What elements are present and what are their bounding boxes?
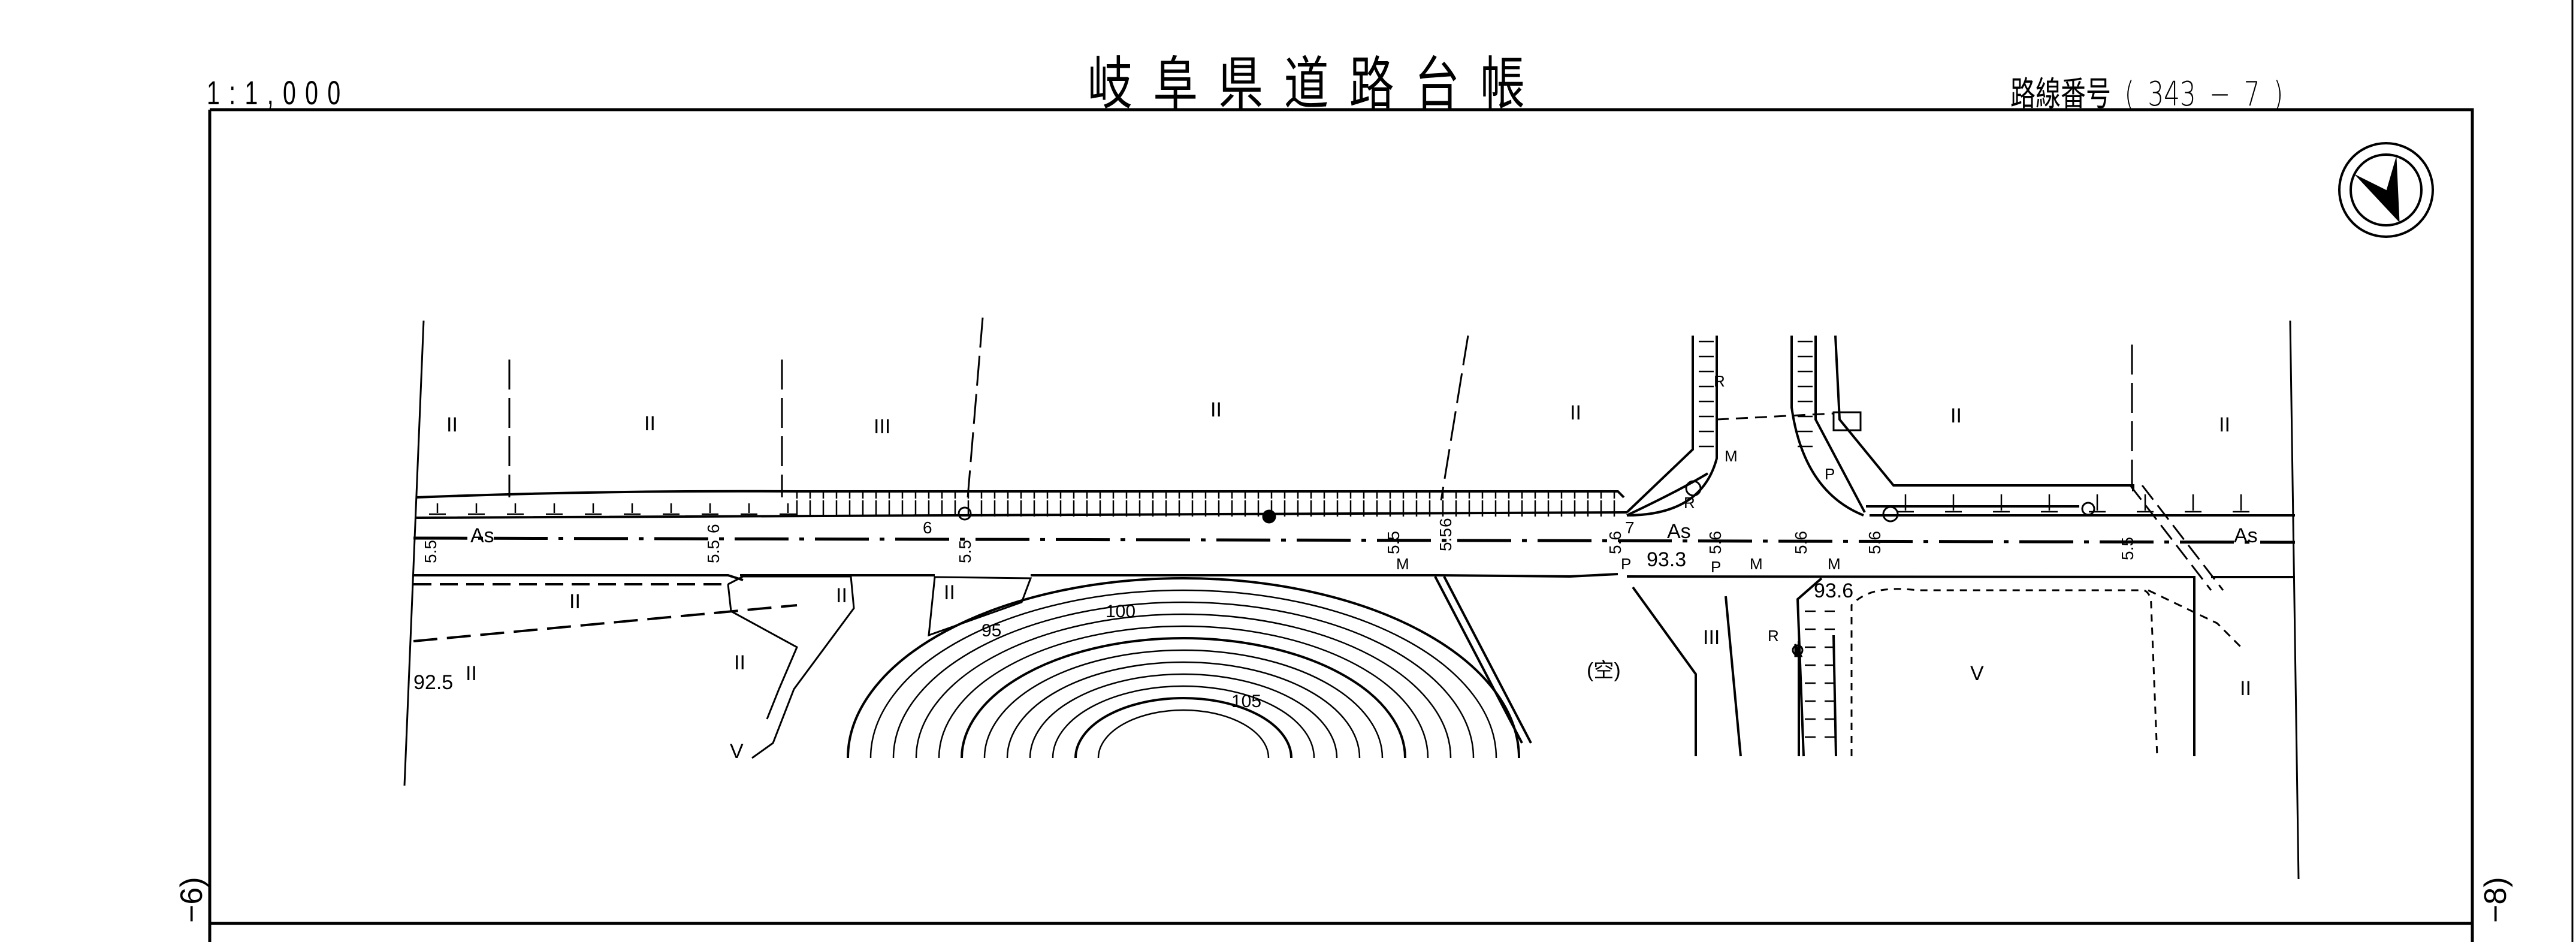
parking-symbol: P <box>1621 555 1631 573</box>
route-label: 路線番号 <box>2010 75 2111 114</box>
elevation-label: 93.3 <box>1647 548 1686 571</box>
width-label: 6 <box>923 518 932 537</box>
width-label: 5.6 <box>1792 531 1810 554</box>
width-label: 5.5 <box>956 540 974 563</box>
width-label: 5.5 <box>704 540 723 563</box>
contour-line <box>915 613 1452 759</box>
elevation-label: 92.5 <box>413 671 453 694</box>
contour-line <box>983 649 1384 759</box>
land-use-label: II <box>1570 401 1581 424</box>
contour-label: 95 <box>982 621 1001 641</box>
contour-line <box>1052 685 1315 759</box>
sidewalk-hatching <box>429 340 2249 738</box>
contour-label: 105 <box>1231 692 1261 711</box>
width-label: 5.5 <box>1384 531 1403 554</box>
route-dash: − <box>2209 75 2231 114</box>
contour-line <box>938 625 1429 759</box>
width-label: 5.6 <box>1606 531 1624 554</box>
contour-line <box>1074 697 1292 759</box>
manhole-symbol: M <box>1725 447 1738 465</box>
land-use-label: V <box>1970 662 1984 685</box>
contour-line <box>892 601 1475 759</box>
sheet-frame <box>208 108 2474 942</box>
map-left-border <box>403 320 425 786</box>
width-label: 5.6 <box>1706 531 1725 554</box>
land-use-label: II <box>2240 677 2251 700</box>
route-number: 路線番号 (343−7) <box>2010 67 2297 116</box>
pavement-label: As <box>470 524 494 547</box>
width-label: 5.5 <box>2118 537 2137 560</box>
map-right-border <box>2289 320 2300 880</box>
land-use-label: II <box>734 651 745 674</box>
land-use-label: II <box>446 413 458 436</box>
manhole-symbol: M <box>1396 555 1409 573</box>
elevation-label: 93.6 <box>1814 579 1853 602</box>
vacant-lot-label: (空) <box>1587 659 1621 682</box>
width-label: 5.5 <box>1436 528 1455 551</box>
parking-symbol: P <box>1711 558 1721 576</box>
pavement-label: As <box>2234 524 2258 547</box>
north-arrow-icon <box>2338 142 2434 238</box>
land-use-label: II <box>1210 398 1222 421</box>
width-label: 5.5 <box>421 540 440 563</box>
width-label: 6 <box>704 524 723 533</box>
pole-symbol: R <box>1684 494 1695 512</box>
land-use-label: II <box>1950 404 1962 427</box>
land-use-label: II <box>944 581 955 604</box>
land-use-label: II <box>569 590 581 613</box>
land-use-label: III <box>1703 626 1720 649</box>
contour-line <box>961 637 1406 759</box>
manhole-symbol: M <box>1750 555 1763 573</box>
width-label: 5.6 <box>1865 531 1884 554</box>
traffic-islands <box>727 575 1032 759</box>
contour-lines <box>847 577 1520 759</box>
utility-symbols <box>958 411 2095 657</box>
width-label: 6 <box>1436 518 1455 527</box>
route-sheet: 7 <box>2243 75 2260 114</box>
land-use-label: II <box>2219 413 2230 436</box>
land-use-label: III <box>874 415 890 438</box>
route-number-value: 343 <box>2148 75 2196 114</box>
main-road <box>413 472 2296 756</box>
contour-line <box>1006 661 1361 759</box>
manhole-symbol: M <box>1828 555 1841 573</box>
contour-line <box>1097 709 1270 759</box>
land-use-label: II <box>644 412 656 435</box>
map-scale: 1:1,000 <box>207 74 350 111</box>
side-roads <box>508 317 2242 757</box>
land-use-label: II <box>836 584 847 607</box>
route-open: ( <box>2124 75 2134 114</box>
pavement-label: As <box>1667 520 1691 543</box>
pole-symbol: R <box>1714 372 1725 390</box>
width-label: 7 <box>1625 518 1635 537</box>
contour-label: 100 <box>1106 602 1136 621</box>
contour-line <box>1029 673 1338 759</box>
pole-symbol: R <box>1768 627 1779 645</box>
route-close: ) <box>2273 75 2284 114</box>
land-use-label: II <box>466 662 477 685</box>
contour-line <box>847 577 1520 759</box>
contour-line <box>869 589 1497 759</box>
land-use-label: V <box>730 740 744 763</box>
parking-symbol: P <box>1825 465 1835 483</box>
page-title: 岐阜県道路台帳 <box>1088 50 1546 117</box>
